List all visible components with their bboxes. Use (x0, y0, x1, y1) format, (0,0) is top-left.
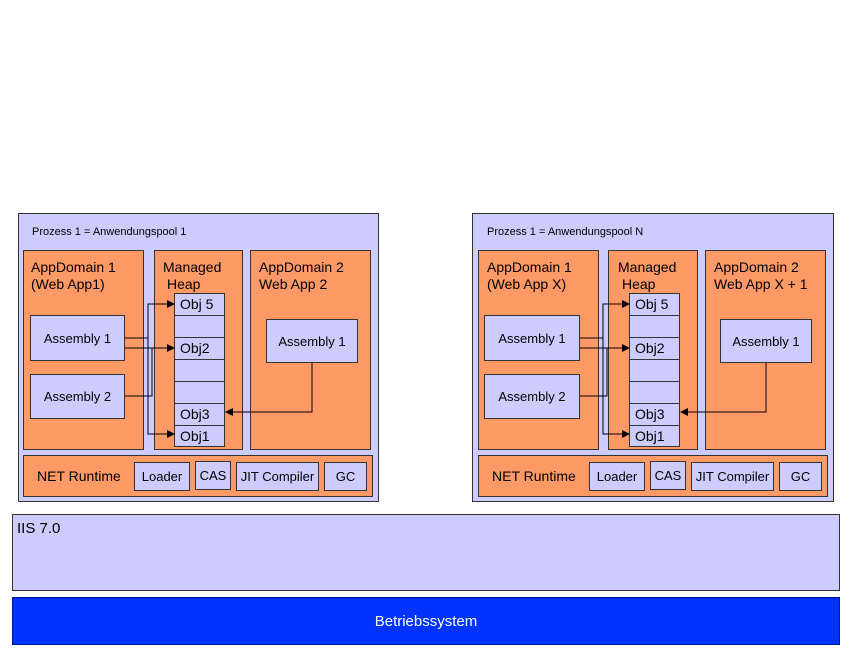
arrow-to-obj1 (147, 338, 175, 438)
arrow-to-obj3 (680, 363, 767, 416)
os-box: Betriebssystem (12, 597, 840, 645)
jit-compiler-box: JIT Compiler (691, 462, 774, 491)
assembly-2-box: Assembly 2 (484, 374, 580, 419)
gc-box: GC (324, 462, 367, 491)
assembly-right-box: Assembly 1 (266, 319, 358, 363)
iis-label: IIS 7.0 (17, 520, 61, 537)
jit-compiler-box: JIT Compiler (236, 462, 319, 491)
process-label-n: Prozess 1 = Anwendungspool N (487, 226, 644, 238)
assembly-2-link (580, 348, 608, 397)
heap-cell-obj1: Obj1 (629, 425, 680, 447)
arrow-to-obj1 (602, 338, 630, 438)
net-runtime-label: NET Runtime (492, 468, 576, 484)
assembly-2-box: Assembly 2 (30, 374, 125, 419)
loader-box: Loader (134, 462, 190, 491)
heap-cell-obj1: Obj1 (174, 425, 225, 447)
appdomain-2-title: AppDomain 2 Web App X + 1 (714, 259, 808, 292)
os-label: Betriebssystem (374, 612, 478, 630)
assembly-right-box: Assembly 1 (720, 319, 812, 363)
connectors-process-n (580, 300, 767, 438)
cas-box: CAS (650, 461, 686, 490)
heap-cell-obj3: Obj3 (174, 403, 225, 426)
assembly-1-box: Assembly 1 (484, 315, 580, 361)
heap-cell-obj3: Obj3 (629, 403, 680, 426)
appdomain-1-title: AppDomain 1 (Web App1) (31, 259, 116, 292)
connectors-process-1 (125, 300, 313, 438)
cas-box: CAS (195, 461, 231, 490)
arrow-to-obj3 (225, 363, 313, 416)
arrow-to-obj5 (580, 300, 630, 339)
process-label-1: Prozess 1 = Anwendungspool 1 (32, 226, 187, 238)
gc-box: GC (779, 462, 822, 491)
arrow-to-obj5 (125, 300, 175, 339)
assembly-2-link (125, 348, 153, 397)
heap-cell-obj5: Obj 5 (174, 293, 225, 316)
appdomain-2-title: AppDomain 2 Web App 2 (259, 259, 344, 292)
net-runtime-label: NET Runtime (37, 468, 121, 484)
managed-heap-title: Managed Heap (618, 259, 677, 292)
managed-heap-title: Managed Heap (163, 259, 222, 292)
loader-box: Loader (589, 462, 645, 491)
appdomain-1-title: AppDomain 1 (Web App X) (487, 259, 572, 292)
iis-box (12, 514, 840, 591)
assembly-1-box: Assembly 1 (30, 315, 125, 361)
